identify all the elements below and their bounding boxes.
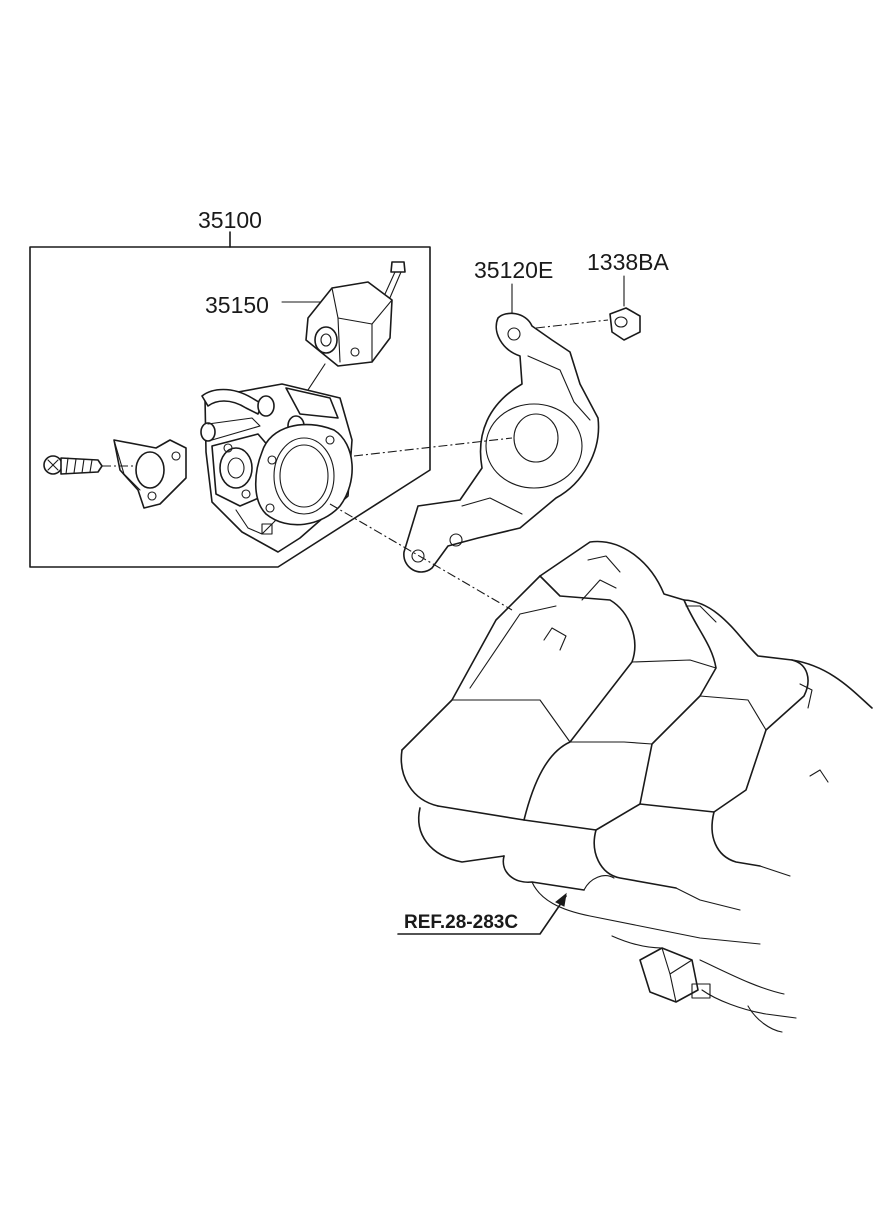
label-35120e: 35120E bbox=[474, 257, 553, 283]
reference-leader bbox=[397, 892, 567, 935]
idle-actuator-part bbox=[281, 261, 406, 397]
bracket-part bbox=[403, 283, 600, 573]
nut-part bbox=[609, 275, 641, 341]
alignment-lines bbox=[329, 319, 609, 611]
throttle-sensor-part bbox=[43, 439, 187, 509]
assembly-boundary bbox=[29, 231, 431, 568]
label-35150: 35150 bbox=[205, 292, 269, 318]
label-reference: REF.28-283C bbox=[404, 912, 518, 933]
throttle-body-part bbox=[200, 383, 353, 553]
label-1338ba: 1338BA bbox=[587, 249, 670, 275]
intake-manifold-part bbox=[400, 540, 873, 1033]
label-35100: 35100 bbox=[198, 207, 262, 233]
